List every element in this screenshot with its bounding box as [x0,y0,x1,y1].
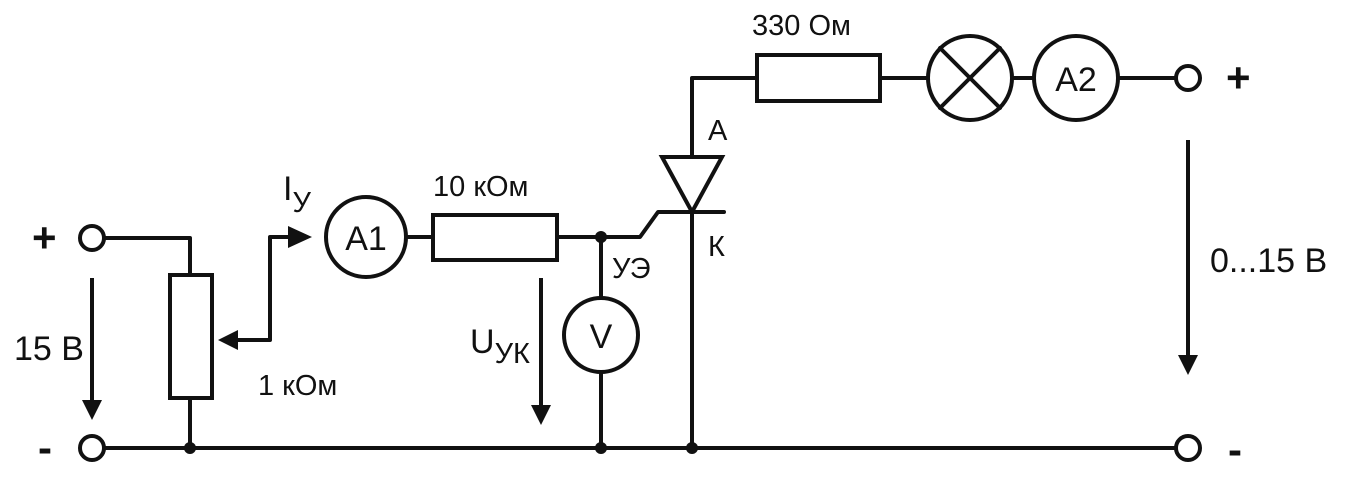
lamp-cross-2 [938,46,1002,110]
control-voltage-main: U [470,323,495,361]
output-voltage-label: 0...15 В [1210,242,1327,280]
input-top-wire [102,236,192,277]
control-current-main: I [283,170,292,208]
voltmeter-label: V [590,318,613,356]
potentiometer-wiper-wire [228,235,292,342]
ammeter-a1 [324,195,408,279]
control-voltage-label: UУК [470,323,530,370]
input-minus-label: - [38,424,52,471]
resistor-330 [755,53,882,103]
anode-label: A [708,115,728,147]
ammeter1-label: A1 [345,220,387,258]
input-plus-terminal [78,224,106,252]
current-arrow [288,226,312,248]
resistor-to-gate-wire [555,210,694,239]
control-current-sub: У [292,187,311,219]
junction-gate-node [595,231,607,243]
output-plus-terminal [1174,64,1202,92]
cathode-label: К [708,231,725,263]
output-minus-label: - [1228,426,1242,473]
thyristor-triangle [658,155,726,217]
resistor-10k [431,213,559,262]
anode-wire [690,76,759,159]
input-minus-terminal [78,434,106,462]
potentiometer-label: 1 кОм [258,370,337,402]
control-voltage-sub: УК [495,338,530,370]
ammeter-a2 [1032,34,1120,122]
wiper-arrow [218,330,238,350]
output-minus-terminal [1174,434,1202,462]
output-plus-label: + [1226,54,1251,101]
resistor-load-label: 330 Ом [752,10,851,42]
junction-voltmeter-ground [595,442,607,454]
junction-cathode-ground [686,442,698,454]
control-current-label: IУ [283,170,311,219]
voltmeter [562,296,640,374]
input-plus-label: + [32,214,57,261]
potentiometer [168,273,214,400]
input-voltage-label: 15 В [14,330,84,368]
ammeter2-label: A2 [1055,61,1097,99]
resistor-control-label: 10 кОм [433,171,529,203]
junction-pot-ground [184,442,196,454]
gate-node-label: УЭ [612,253,651,285]
